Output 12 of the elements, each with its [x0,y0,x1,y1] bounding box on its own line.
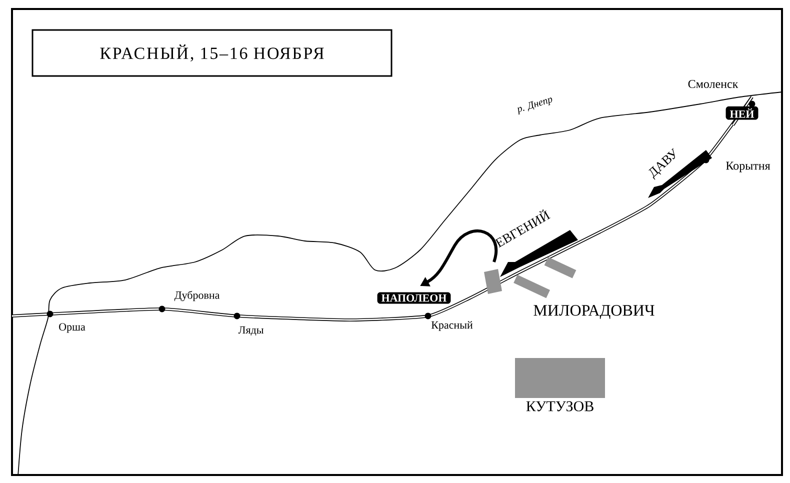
troop-block: КУТУЗОВ [515,358,605,412]
place-label: Смоленск [688,80,738,88]
node-label: КУТУЗОВ [526,401,594,412]
title-box: КРАСНЫЙ, 15–16 НОЯБРЯ [32,29,392,77]
place-label: р. Днепр [517,98,552,115]
place-label: Дубровна [174,290,220,302]
place-label: Красный [431,321,473,331]
place-label: Корытня [726,162,770,172]
army-badge: НАПОЛЕОН [377,292,451,304]
place-label: Орша [59,323,86,333]
place-label: МИЛОРАДОВИЧ [534,305,654,319]
place-label: Ляды [238,326,264,336]
